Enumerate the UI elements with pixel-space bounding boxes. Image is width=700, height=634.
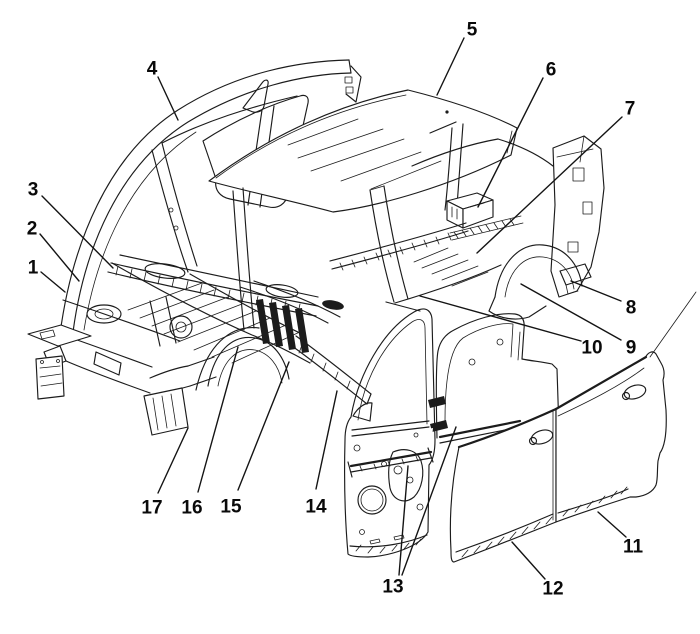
callout-leader-9 <box>520 283 622 341</box>
roof-panel <box>208 89 518 213</box>
rear-door-handle-opening <box>623 384 647 400</box>
rear-structure <box>411 121 605 320</box>
callout-leader-16 <box>197 346 239 493</box>
callout-number-13: 13 <box>382 577 403 598</box>
callout-leader-5 <box>436 37 465 96</box>
callout-leader-10 <box>419 295 582 342</box>
front-door-handle-opening <box>530 429 554 445</box>
callout-leader-14 <box>315 390 338 490</box>
callout-leader-15 <box>237 361 290 491</box>
callout-number-11: 11 <box>623 537 644 558</box>
callout-number-4: 4 <box>147 59 158 80</box>
floor-pan <box>111 222 502 364</box>
callout-leader-13 <box>398 465 409 576</box>
callout-number-12: 12 <box>542 579 563 600</box>
callout-leader-1 <box>40 271 66 293</box>
callout-leader-2 <box>39 233 80 282</box>
callout-number-7: 7 <box>625 99 636 120</box>
callout-leader-11 <box>597 511 627 538</box>
callout-number-1: 1 <box>28 258 39 279</box>
wheelhouse-rocker <box>195 326 372 405</box>
callout-leader-7 <box>476 116 623 254</box>
callout-leader-8 <box>570 280 622 302</box>
front-door-skin <box>449 407 558 563</box>
callout-leader-13 <box>401 426 457 576</box>
callout-number-16: 16 <box>181 498 202 519</box>
cowl-panel <box>107 254 344 317</box>
callout-number-2: 2 <box>27 219 38 240</box>
callout-number-17: 17 <box>141 498 162 519</box>
callout-number-5: 5 <box>467 20 478 41</box>
callout-number-3: 3 <box>28 180 39 201</box>
callout-number-8: 8 <box>626 298 637 319</box>
front-structure <box>27 296 309 436</box>
callout-leader-12 <box>511 541 546 580</box>
callout-number-10: 10 <box>581 338 602 359</box>
callout-leader-3 <box>41 195 114 269</box>
callout-number-9: 9 <box>626 338 637 359</box>
callout-leader-17 <box>157 427 189 494</box>
front-door-inner <box>344 308 436 558</box>
callout-number-14: 14 <box>305 497 327 518</box>
callout-number-6: 6 <box>546 60 557 81</box>
callout-number-15: 15 <box>220 497 242 518</box>
callout-leader-6 <box>477 77 544 208</box>
callout-leader-4 <box>157 76 179 121</box>
rear-door-skin <box>554 291 697 523</box>
